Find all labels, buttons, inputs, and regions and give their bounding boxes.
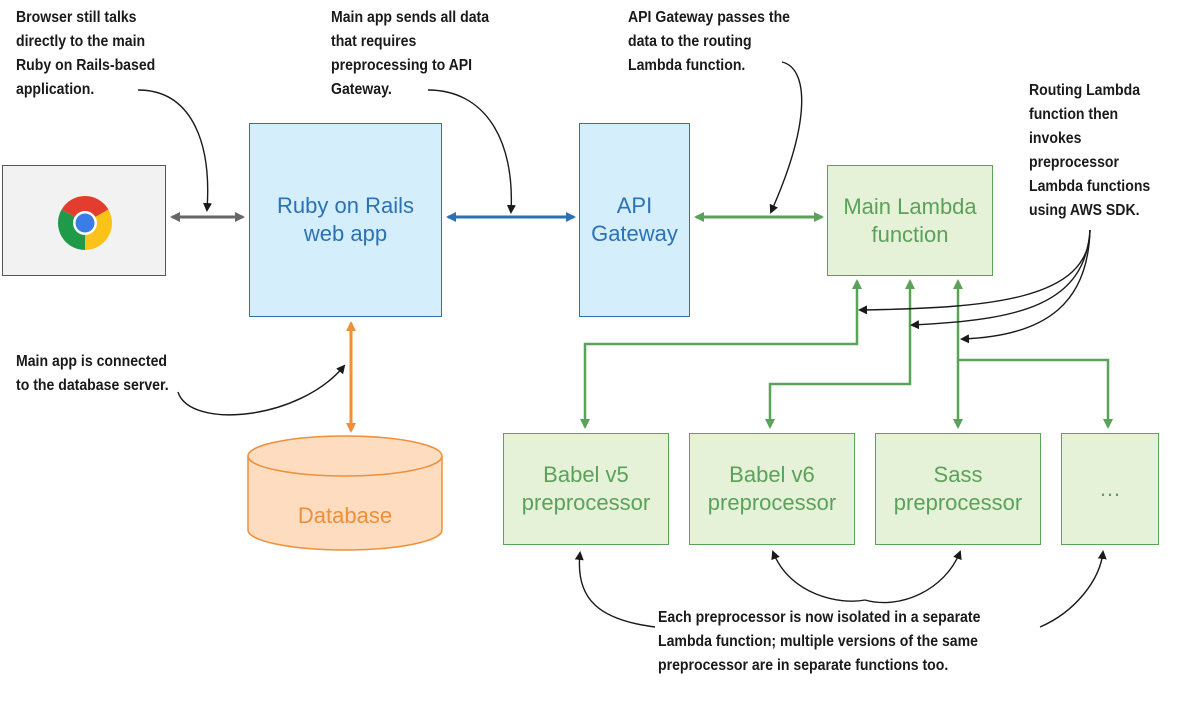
isolation-note-pointer-2	[771, 550, 866, 602]
isolation-note: Each preprocessor is now isolated in a s…	[658, 609, 981, 674]
babel-v6-node: Babel v6 preprocessor	[689, 433, 855, 545]
database-label: Database	[297, 503, 393, 528]
db-note: Main app is connected to the database se…	[16, 353, 169, 394]
babel-v5-node: Babel v5 preprocessor	[503, 433, 669, 545]
rails-web-app-node: Ruby on Rails web app	[249, 123, 442, 317]
main-app-note-pointer	[427, 89, 516, 214]
gateway-note-pointer	[769, 61, 803, 214]
more-preprocessors-node: …	[1061, 433, 1159, 545]
api-gateway-node: API Gateway	[579, 123, 690, 317]
routing-note-pointer-3	[960, 229, 1091, 344]
routing-note-pointer-1	[858, 229, 1091, 315]
browser-note-pointer	[137, 89, 212, 212]
isolation-note-pointer-4	[1039, 550, 1107, 628]
lambda-babel-v6-connector	[765, 279, 915, 429]
lambda-more-connector	[958, 358, 1113, 429]
main-lambda-node: Main Lambda function	[827, 165, 993, 276]
browser-note: Browser still talks directly to the main…	[16, 9, 156, 98]
gateway-note: API Gateway passes the data to the routi…	[628, 9, 791, 74]
isolation-note-pointer-3	[864, 550, 962, 604]
sass-node: Sass preprocessor	[875, 433, 1041, 545]
routing-note-pointer-2	[910, 229, 1091, 330]
main-app-note: Main app sends all data that requires pr…	[331, 9, 490, 98]
isolation-note-pointer-1	[574, 551, 656, 628]
database-cylinder	[247, 435, 443, 551]
routing-note: Routing Lambda function then invokes pre…	[1029, 82, 1151, 219]
db-note-pointer	[177, 364, 346, 416]
browser-window	[2, 165, 166, 276]
chrome-icon	[57, 195, 113, 250]
